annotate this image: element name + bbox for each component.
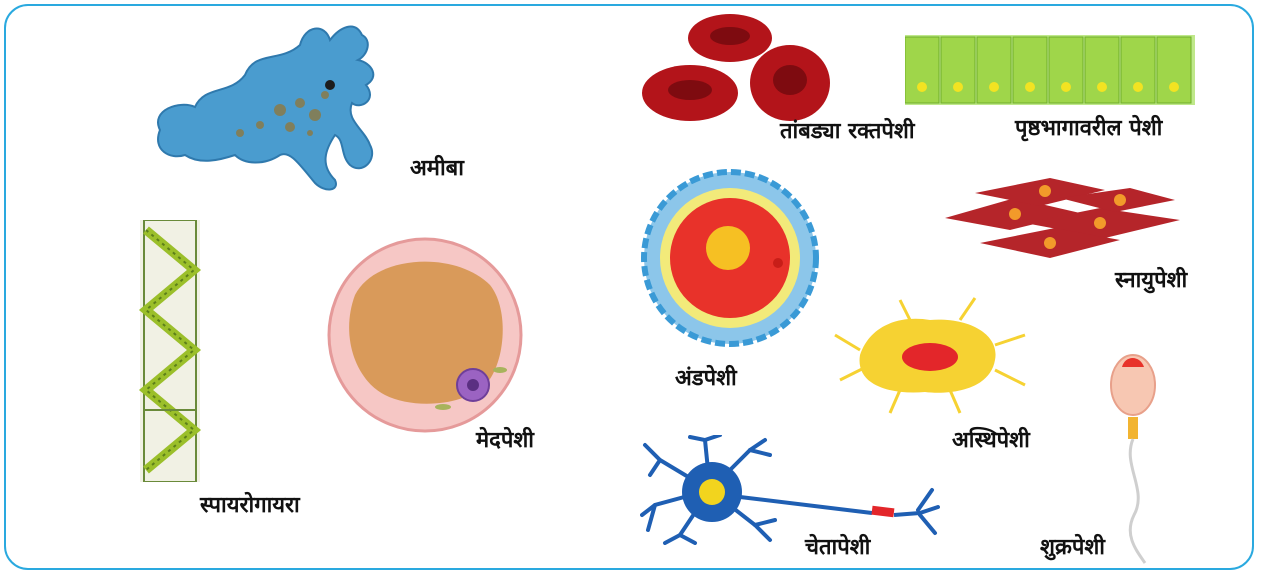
amoeba-image — [140, 15, 405, 195]
bone-cell-image — [830, 295, 1030, 415]
spirogyra-image — [132, 220, 207, 482]
amoeba-label: अमीबा — [410, 158, 464, 180]
sperm-cell-label: शुक्रपेशी — [1040, 537, 1105, 559]
red-blood-cells-label: तांबड्या रक्तपेशी — [780, 121, 915, 143]
red-blood-cells-image — [640, 8, 835, 128]
epithelial-cells-image — [905, 25, 1195, 105]
fat-cell-image — [325, 235, 525, 435]
spirogyra-label: स्पायरोगायरा — [200, 495, 300, 517]
egg-cell-label: अंडपेशी — [675, 368, 737, 390]
muscle-cells-image — [940, 168, 1185, 268]
bone-cell-label: अस्थिपेशी — [952, 430, 1030, 452]
egg-cell-image — [640, 168, 820, 348]
epithelial-cells-label: पृष्ठभागावरील पेशी — [1015, 118, 1162, 140]
fat-cell-label: मेदपेशी — [476, 430, 534, 452]
sperm-cell-image — [1100, 345, 1180, 565]
nerve-cell-label: चेतापेशी — [805, 537, 870, 559]
muscle-cells-label: स्नायुपेशी — [1115, 270, 1187, 292]
nerve-cell-image — [640, 435, 940, 545]
